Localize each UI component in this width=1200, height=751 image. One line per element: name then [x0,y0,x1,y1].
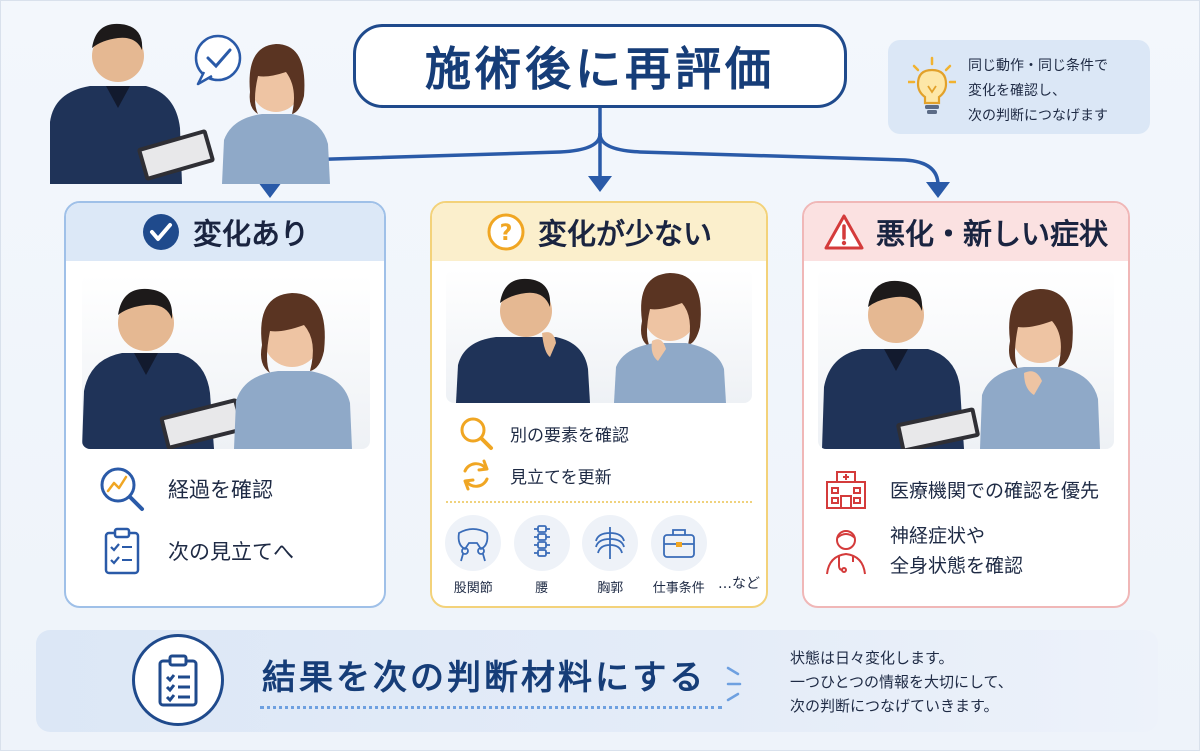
card-little-change-title: 変化が少ない [537,217,712,251]
spine-icon [513,515,570,571]
list-item: 医療機関での確認を優先 [822,465,1099,513]
tip-box: 同じ動作・同じ条件で 変化を確認し、 次の判断につなげます [888,40,1150,134]
body-part-item: 腰 [513,515,572,596]
item-label: 医療機関での確認を優先 [890,479,1100,502]
briefcase-icon [650,515,707,571]
card-change-header: 変化あり [66,203,384,261]
banner-text-line: 状態は日々変化します。 [790,649,954,667]
item-label: 別の要素を確認 [510,425,629,446]
body-part-label: 仕事条件 [652,581,705,596]
banner-title: 結果を次の判断材料にする [262,658,707,698]
tip-line: 変化を確認し、 [968,83,1066,99]
check-circle-icon [141,212,181,252]
list-item: 神経症状や 全身状態を確認 [822,521,1023,581]
card-change-title: 変化あり [192,217,309,251]
card-little-change-header: ? 変化が少ない [432,203,766,261]
card-little-change: ? 変化が少ない 別の要素を確認 [430,201,768,608]
list-item: 別の要素を確認 [458,415,629,451]
item-label: 全身状態を確認 [890,555,1024,577]
body-parts-row: 股関節 腰 [444,515,760,596]
tip-line: 次の判断につなげます [968,108,1108,124]
ribcage-icon [582,515,639,571]
hospital-icon [822,465,870,513]
etc-label: …など [718,576,760,592]
divider [446,501,752,503]
page-title: 施術後に再評価 [353,24,847,108]
card-worse: 悪化・新しい症状 [802,201,1130,608]
banner-divider [260,706,722,709]
item-label: 見立てを更新 [510,467,612,488]
question-circle-icon: ? [486,212,526,252]
body-part-item: 胸郭 [581,515,640,596]
card-change-photo [82,275,370,449]
list-item: 次の見立てへ [98,527,294,575]
warning-triangle-icon [824,212,864,252]
card-worse-header: 悪化・新しい症状 [804,203,1128,261]
body-part-label: 胸郭 [597,581,624,596]
list-item: 見立てを更新 [458,457,612,493]
banner-text-line: 次の判断につなげていきます。 [790,697,999,715]
summary-banner: 結果を次の判断材料にする 状態は日々変化します。 一つひとつの情報を大切にして、… [36,630,1158,732]
body-part-label: 股関節 [453,581,493,596]
clipboard-list-icon [132,634,224,726]
consultation-photo [40,12,340,184]
doctor-icon [822,527,870,575]
refresh-icon [458,457,494,493]
clipboard-checklist-icon [98,527,146,575]
banner-text-line: 一つひとつの情報を大切にして、 [790,673,1013,691]
svg-text:?: ? [500,221,513,246]
list-item: 経過を確認 [98,465,273,513]
card-worse-title: 悪化・新しい症状 [875,217,1108,251]
card-worse-photo [818,269,1114,449]
chart-magnifier-icon [98,465,146,513]
item-label: 経過を確認 [168,478,273,502]
body-part-item: 仕事条件 [650,515,709,596]
body-part-item: 股関節 [444,515,503,596]
lightbulb-icon [908,56,956,114]
emphasis-lines-icon [726,666,742,702]
body-part-label: 腰 [535,581,549,596]
tip-line: 同じ動作・同じ条件で [968,58,1108,74]
item-label: 神経症状や [890,525,986,547]
hip-joint-icon [445,515,502,571]
card-little-change-photo [446,269,752,403]
banner-text: 状態は日々変化します。 一つひとつの情報を大切にして、 次の判断につなげていきま… [790,646,1013,718]
magnifier-icon [458,415,494,451]
card-change: 変化あり 経過を確認 [64,201,386,608]
item-label: 次の見立てへ [168,540,294,564]
